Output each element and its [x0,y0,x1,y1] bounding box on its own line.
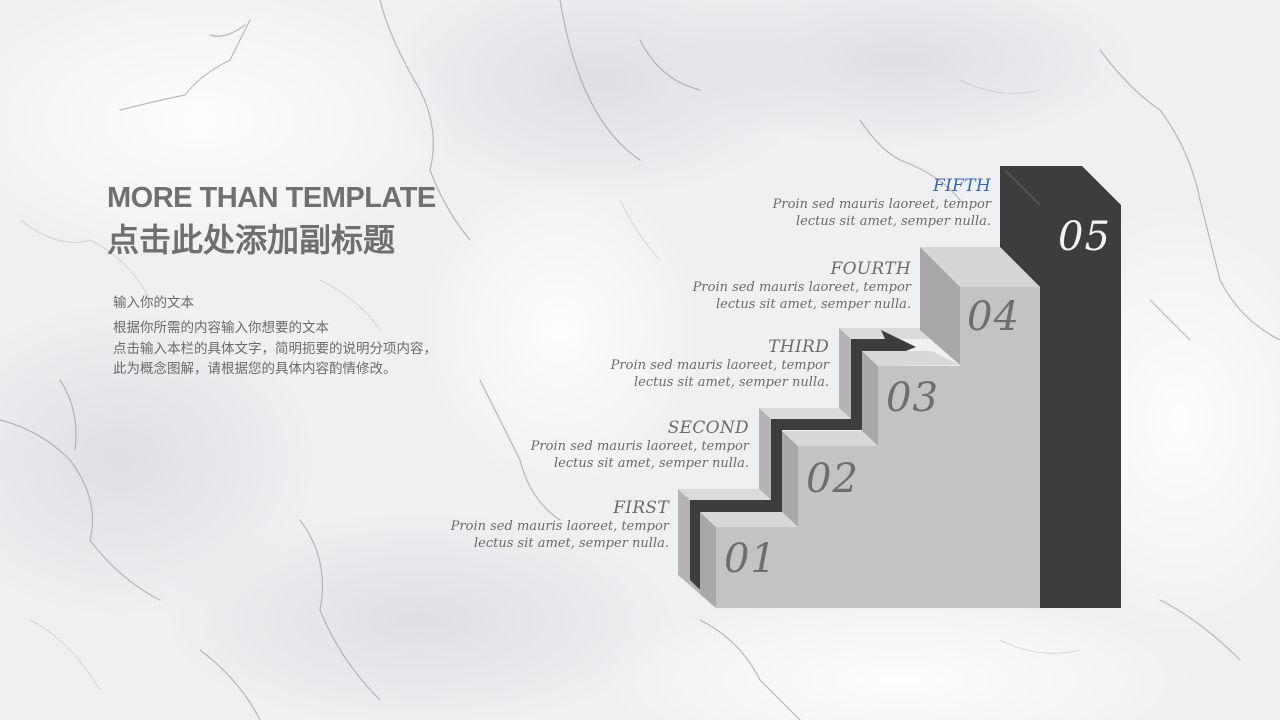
step-description: Proin sed mauris laoreet, tempor lectus … [530,439,749,471]
step-label-second[interactable]: SECOND Proin sed mauris laoreet, tempor … [489,418,749,472]
chinese-subtitle[interactable]: 点击此处添加副标题 [107,221,396,259]
step-number-04: 04 [967,294,1020,340]
description-line: 点击输入本栏的具体文字，简明扼要的说明分项内容， [113,341,437,357]
step-number-05: 05 [1058,214,1111,260]
description-line: 此为概念图解，请根据您的具体内容酌情修改。 [113,361,397,377]
front-stair [700,287,1040,608]
step-name: THIRD [768,337,829,357]
step-description: Proin sed mauris laoreet, tempor lectus … [450,519,669,551]
step-description: Proin sed mauris laoreet, tempor lectus … [610,358,829,390]
step-description: Proin sed mauris laoreet, tempor lectus … [772,197,991,229]
step-name: FIRST [613,498,669,518]
step-description: Proin sed mauris laoreet, tempor lectus … [692,280,911,312]
description-text[interactable]: 输入你的文本 根据你所需的内容输入你想要的文本 点击输入本栏的具体文字，简明扼要… [113,292,437,379]
description-line: 根据你所需的内容输入你想要的文本 [113,320,329,336]
step-number-01: 01 [724,536,777,582]
step-label-fifth[interactable]: FIFTH Proin sed mauris laoreet, tempor l… [731,176,991,230]
step-name: SECOND [667,418,749,438]
step-label-fourth[interactable]: FOURTH Proin sed mauris laoreet, tempor … [651,259,911,313]
description-line: 输入你的文本 [113,295,194,311]
step-name: FIFTH [933,176,991,196]
step-label-third[interactable]: THIRD Proin sed mauris laoreet, tempor l… [569,337,829,391]
step-label-first[interactable]: FIRST Proin sed mauris laoreet, tempor l… [409,498,669,552]
step-name: FOURTH [830,259,911,279]
title-block: MORE THAN TEMPLATE 点击此处添加副标题 [107,180,436,262]
step-number-02: 02 [806,456,859,502]
step-number-03: 03 [886,375,939,421]
english-title: MORE THAN TEMPLATE [107,182,436,214]
